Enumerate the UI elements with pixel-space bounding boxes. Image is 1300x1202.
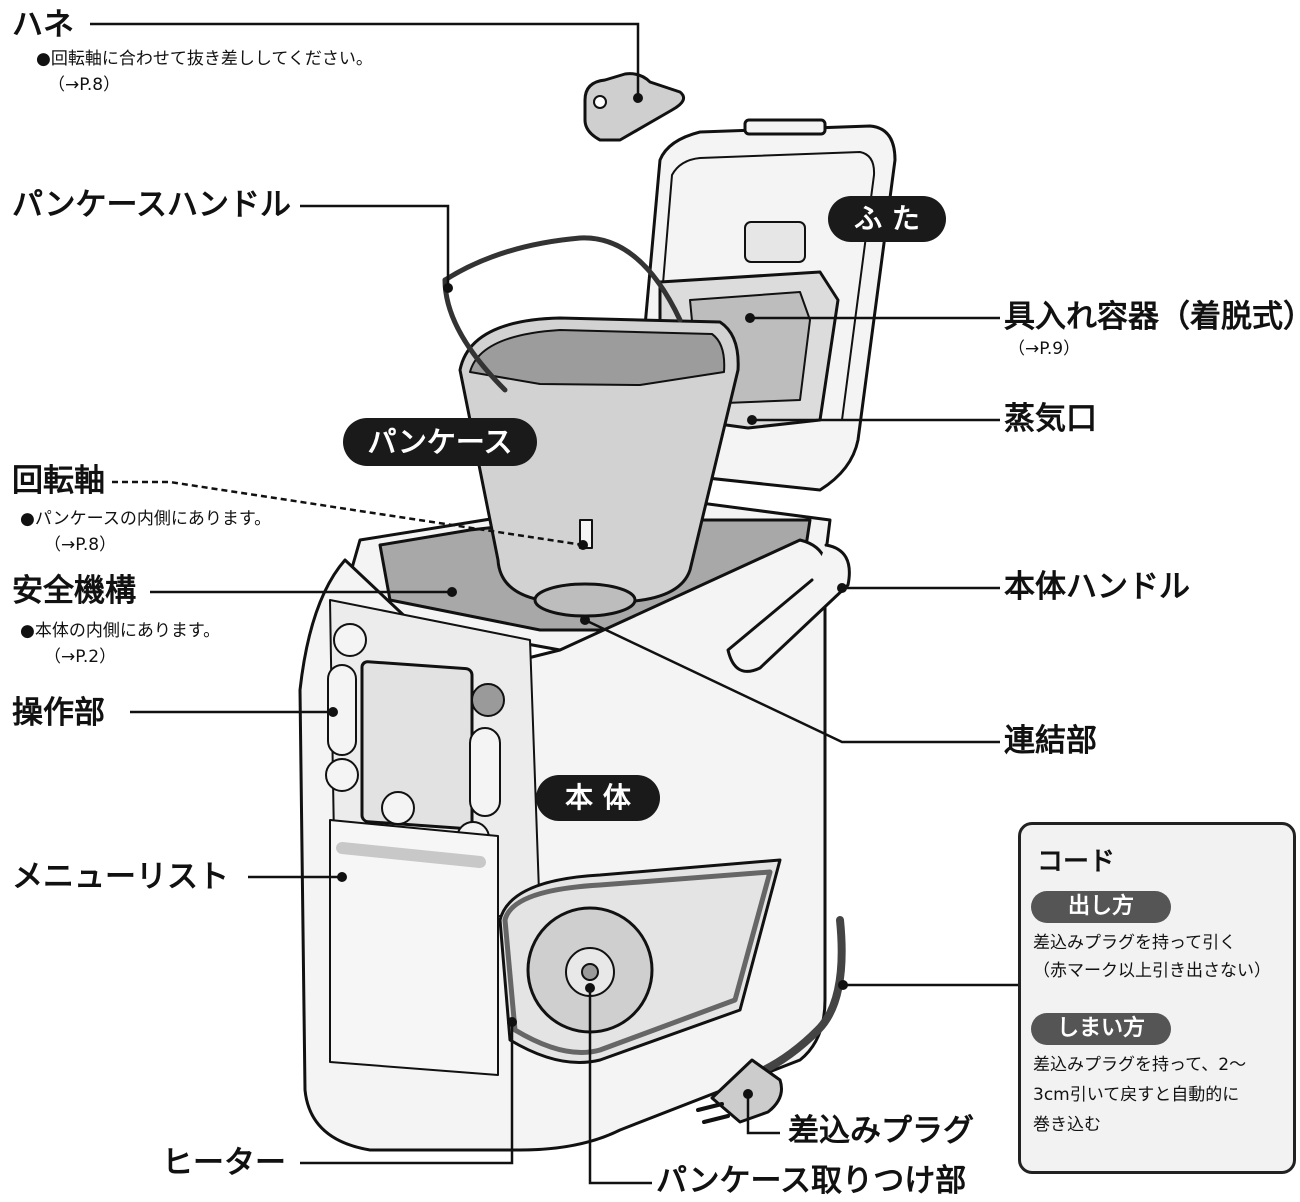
btn-3 [381,791,415,825]
case-handle [442,235,683,323]
leader-hane [90,22,640,98]
cord-store-line-1: 差込みプラグを持って、2〜 [1033,1055,1247,1075]
body-handle [726,543,851,673]
leader-mount [588,988,652,1185]
shaft-note-1: ●パンケースの内側にあります。 [20,509,272,529]
leader-pancase-handle [300,204,450,288]
cord-store-line-2: 3cm引いて戻すと自動的に [1033,1085,1240,1105]
cord-store-line-3: 巻き込む [1033,1115,1101,1135]
btn-updown-left [327,664,357,756]
leader-heater [300,1022,514,1165]
leader-plug [746,1094,780,1135]
lid-window [744,221,806,263]
leader-coupling [584,618,1000,744]
label-futa: ふ た [828,196,946,242]
label-mount: パンケース取りつけ部 [656,1163,967,1199]
label-steam: 蒸気口 [1004,401,1097,437]
kneading-blade [583,72,686,142]
label-menu-list: メニューリスト [12,859,229,895]
mount-gasket [502,869,773,1055]
bread-case [458,316,740,604]
label-plug: 差込みプラグ [788,1113,974,1149]
btn-updown-right [469,727,501,817]
label-safety: 安全機構 [12,573,136,609]
cord [756,916,846,1076]
hane-note-1: ●回転軸に合わせて抜き差ししてください。 [36,49,373,69]
label-container: 具入れ容器（着脱式） [1004,299,1300,335]
safety-note-1: ●本体の内側にあります。 [20,621,221,641]
lid-inner [649,151,876,441]
btn-2 [325,758,359,792]
lid-latch [743,118,827,136]
cord-title: コード [1037,847,1116,877]
cord-pull-line-2: （赤マーク以上引き出さない） [1033,961,1271,981]
cord-info-box: コード 出し方 差込みプラグを持って引く （赤マーク以上引き出さない） しまい方… [1018,822,1296,1174]
bread-case-base [533,582,637,618]
label-control: 操作部 [12,695,105,731]
shaft-note-2: （→P.8） [44,535,117,555]
container-note: （→P.9） [1008,339,1081,359]
label-pancase-handle: パンケースハンドル [12,187,291,223]
display [360,660,474,831]
label-hane: ハネ [12,7,74,43]
btn-1 [333,623,367,657]
cord-pull-label: 出し方 [1031,891,1171,923]
label-coupling: 連結部 [1004,723,1097,759]
label-shaft: 回転軸 [12,463,105,499]
label-pancase: パンケース [343,418,537,466]
cord-pull-line-1: 差込みプラグを持って引く [1033,933,1237,953]
bread-case-inner [469,329,726,386]
label-body-handle: 本体ハンドル [1004,569,1190,605]
cord-store-label: しまい方 [1031,1013,1171,1045]
hane-note-2: （→P.8） [48,75,121,95]
label-heater: ヒーター [162,1145,286,1181]
label-body: 本 体 [536,775,660,821]
safety-note-2: （→P.2） [44,647,117,667]
menu-panel [329,819,499,1076]
btn-red [471,683,505,717]
